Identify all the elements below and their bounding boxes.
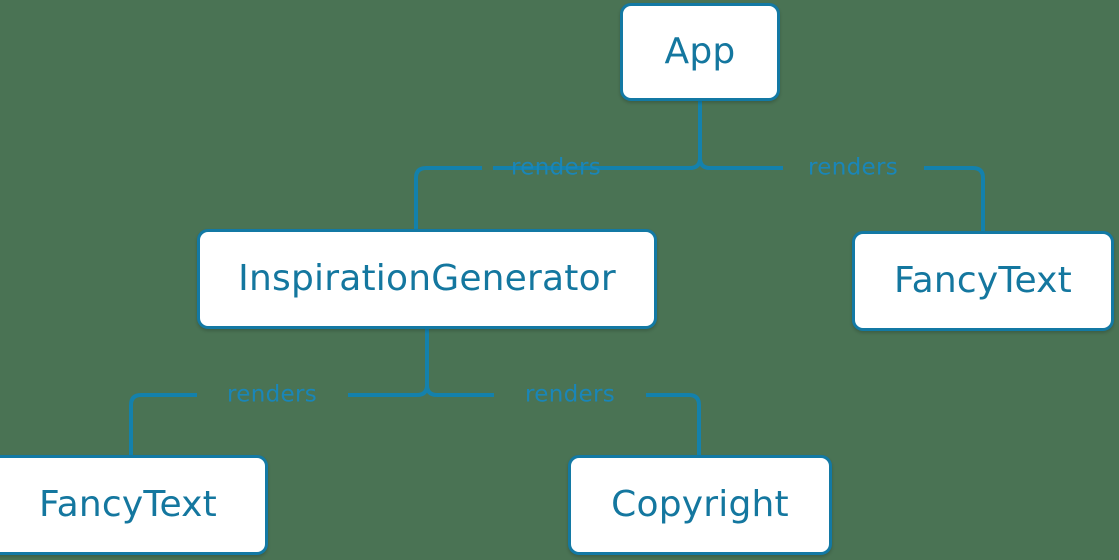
edge-label-app-fancytext: renders: [808, 154, 898, 181]
edge-label-inspirationgenerator-copyright: renders: [525, 381, 615, 408]
edge-insp-fancy-left: [129, 393, 197, 455]
node-fancytext-right-label: FancyText: [894, 260, 1072, 301]
node-fancytext-bottom-label: FancyText: [39, 484, 217, 525]
edge-label-app-inspirationgenerator: renders: [511, 154, 601, 181]
edge-insp-copyright-right: [646, 393, 701, 455]
node-app-label: App: [664, 31, 736, 72]
node-inspirationgenerator-label: InspirationGenerator: [238, 258, 616, 299]
edge-insp-trunk-left: [416, 384, 429, 397]
edge-label-inspirationgenerator-fancytext: renders: [227, 381, 317, 408]
edge-app-insp-left: [414, 166, 482, 229]
edge-app-trunk: [698, 101, 711, 170]
node-copyright-label: Copyright: [611, 484, 789, 525]
node-inspirationgenerator[interactable]: InspirationGenerator: [197, 229, 657, 329]
node-app[interactable]: App: [620, 3, 780, 101]
node-copyright[interactable]: Copyright: [568, 455, 832, 555]
node-fancytext-bottom[interactable]: FancyText: [0, 455, 268, 555]
edge-app-trunk-left: [689, 157, 702, 170]
node-fancytext-right[interactable]: FancyText: [852, 231, 1114, 331]
edge-app-fancy-right: [924, 166, 985, 231]
